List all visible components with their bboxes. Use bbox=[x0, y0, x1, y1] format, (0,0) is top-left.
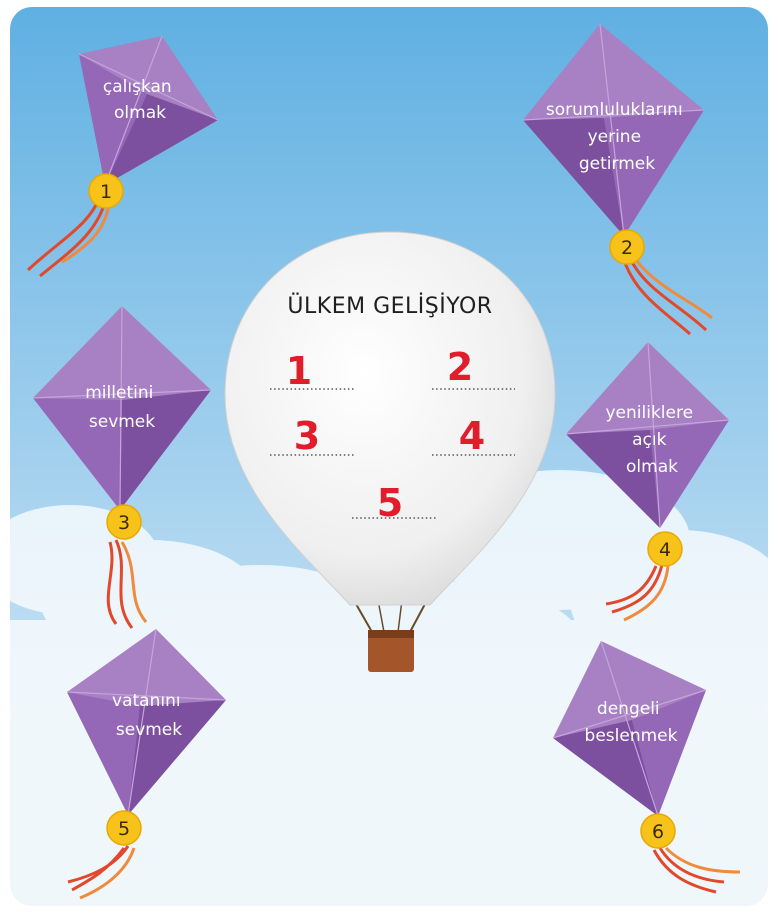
answer-slot-3[interactable]: 3 bbox=[270, 414, 354, 458]
answer-slot-4[interactable]: 4 bbox=[432, 414, 515, 458]
slot-number: 4 bbox=[459, 414, 485, 458]
kite-number: 2 bbox=[621, 237, 633, 259]
slot-number: 2 bbox=[447, 345, 473, 389]
balloon-title: ÜLKEM GELİŞİYOR bbox=[287, 293, 492, 319]
kite-label: sorumluluklarını yerine getirmek bbox=[546, 100, 688, 174]
kite-badge bbox=[640, 813, 676, 849]
kite-label: dengeli beslenmek bbox=[585, 699, 678, 746]
answer-slot-1[interactable]: 1 bbox=[270, 349, 354, 393]
kite-number: 3 bbox=[118, 512, 130, 534]
hot-air-balloon bbox=[224, 231, 556, 672]
kite-label: çalışkan olmak bbox=[103, 77, 177, 123]
kite-label: vatanını sevmek bbox=[112, 691, 186, 740]
kite-3: milletini sevmek 3 bbox=[32, 305, 212, 629]
kite-4: yeniliklere açık olmak 4 bbox=[565, 341, 730, 622]
balloon-basket bbox=[368, 630, 414, 672]
kite-badge bbox=[88, 173, 124, 209]
kite-badge bbox=[106, 810, 142, 846]
kite-1: çalışkan olmak 1 bbox=[26, 35, 219, 278]
kite-badge bbox=[647, 531, 683, 567]
answer-slot-2[interactable]: 2 bbox=[432, 345, 515, 390]
kite-badge bbox=[106, 504, 142, 540]
kite-number: 6 bbox=[652, 821, 664, 843]
answer-slot-5[interactable]: 5 bbox=[352, 481, 436, 525]
kite-number: 1 bbox=[100, 181, 112, 203]
kite-number: 4 bbox=[659, 539, 671, 561]
kite-number: 5 bbox=[118, 818, 130, 840]
kite-2: sorumluluklarını yerine getirmek 2 bbox=[522, 23, 713, 336]
slot-number: 1 bbox=[286, 349, 312, 393]
kite-label: milletini sevmek bbox=[85, 383, 158, 432]
kite-5: vatanını sevmek 5 bbox=[66, 628, 227, 900]
kite-label: yeniliklere açık olmak bbox=[606, 403, 699, 477]
kite-6: dengeli beslenmek 6 bbox=[552, 640, 741, 894]
slot-number: 3 bbox=[294, 414, 320, 458]
balloon-envelope bbox=[224, 231, 556, 606]
kite-badge bbox=[609, 229, 645, 265]
